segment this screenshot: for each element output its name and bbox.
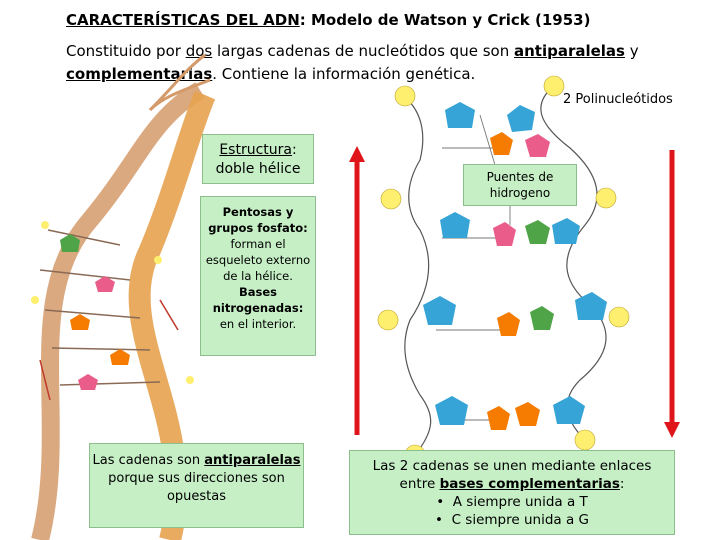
intro-part3: y: [624, 42, 639, 60]
bases-line1: Las 2 cadenas se unen mediante enlaces: [372, 458, 652, 474]
polynucleotides-label: 2 Polinucleótidos: [563, 92, 673, 107]
anti-term: antiparalelas: [204, 453, 301, 468]
backbone-line4: en el interior.: [219, 317, 297, 331]
intro-part4: . Contiene la información genética.: [212, 65, 476, 83]
bullet-text-at: A siempre unida a T: [452, 494, 588, 510]
intro-text: Constituido por dos largas cadenas de nu…: [66, 40, 706, 86]
pentose-sugars: [423, 102, 607, 425]
anti-part2: porque sus direcciones son opuestas: [108, 471, 285, 504]
bullet-item-cg: • C siempre unida a G: [350, 511, 674, 529]
bases-line2b: bases complementarias: [439, 476, 620, 492]
intro-part2: largas cadenas de nucleótidos que son: [212, 42, 514, 60]
structure-heading: Estructura: [219, 142, 292, 158]
title-main: CARACTERÍSTICAS DEL ADN: [66, 11, 300, 29]
bullet-text-cg: C siempre unida a G: [451, 512, 589, 528]
structure-box: Estructura: doble hélice: [202, 134, 314, 184]
bases-line2a: entre: [399, 476, 440, 492]
structure-value: doble hélice: [215, 161, 301, 177]
page-title: CARACTERÍSTICAS DEL ADN: Modelo de Watso…: [66, 11, 590, 29]
intro-antiparalelas: antiparalelas: [513, 42, 625, 60]
backbone-line2: forman el esqueleto externo de la hélice…: [205, 237, 311, 283]
backbone-line1: Pentosas y grupos fosfato:: [208, 205, 308, 235]
bullet-symbol: •: [436, 494, 445, 510]
up-arrow: [349, 146, 365, 435]
title-rest: : Modelo de Watson y Crick (1953): [299, 11, 591, 29]
backbone-line3: Bases nitrogenadas:: [212, 285, 304, 315]
complementary-bases-box: Las 2 cadenas se unen mediante enlaces en…: [349, 450, 675, 535]
structure-colon: :: [291, 142, 297, 158]
nitrogenous-bases: [487, 132, 554, 430]
hydrogen-bonds-label: Puentes de hidrogeno: [463, 164, 577, 206]
bullet-symbol: •: [435, 512, 443, 528]
polynucleotide-diagram: [377, 75, 630, 466]
intro-complementarias: complementarias: [66, 65, 213, 83]
bullet-item-at: • A siempre unida a T: [350, 493, 674, 511]
intro-part1: Constituido por: [66, 42, 186, 60]
bases-line2c: :: [619, 476, 625, 492]
intro-dos: dos: [185, 42, 213, 60]
anti-part1: Las cadenas son: [92, 453, 205, 468]
backbone-box: Pentosas y grupos fosfato:forman el esqu…: [200, 196, 316, 356]
antiparallel-box: Las cadenas son antiparalelas porque sus…: [89, 443, 304, 528]
down-arrow: [664, 150, 680, 438]
strand-direction-arrows: [349, 146, 680, 438]
